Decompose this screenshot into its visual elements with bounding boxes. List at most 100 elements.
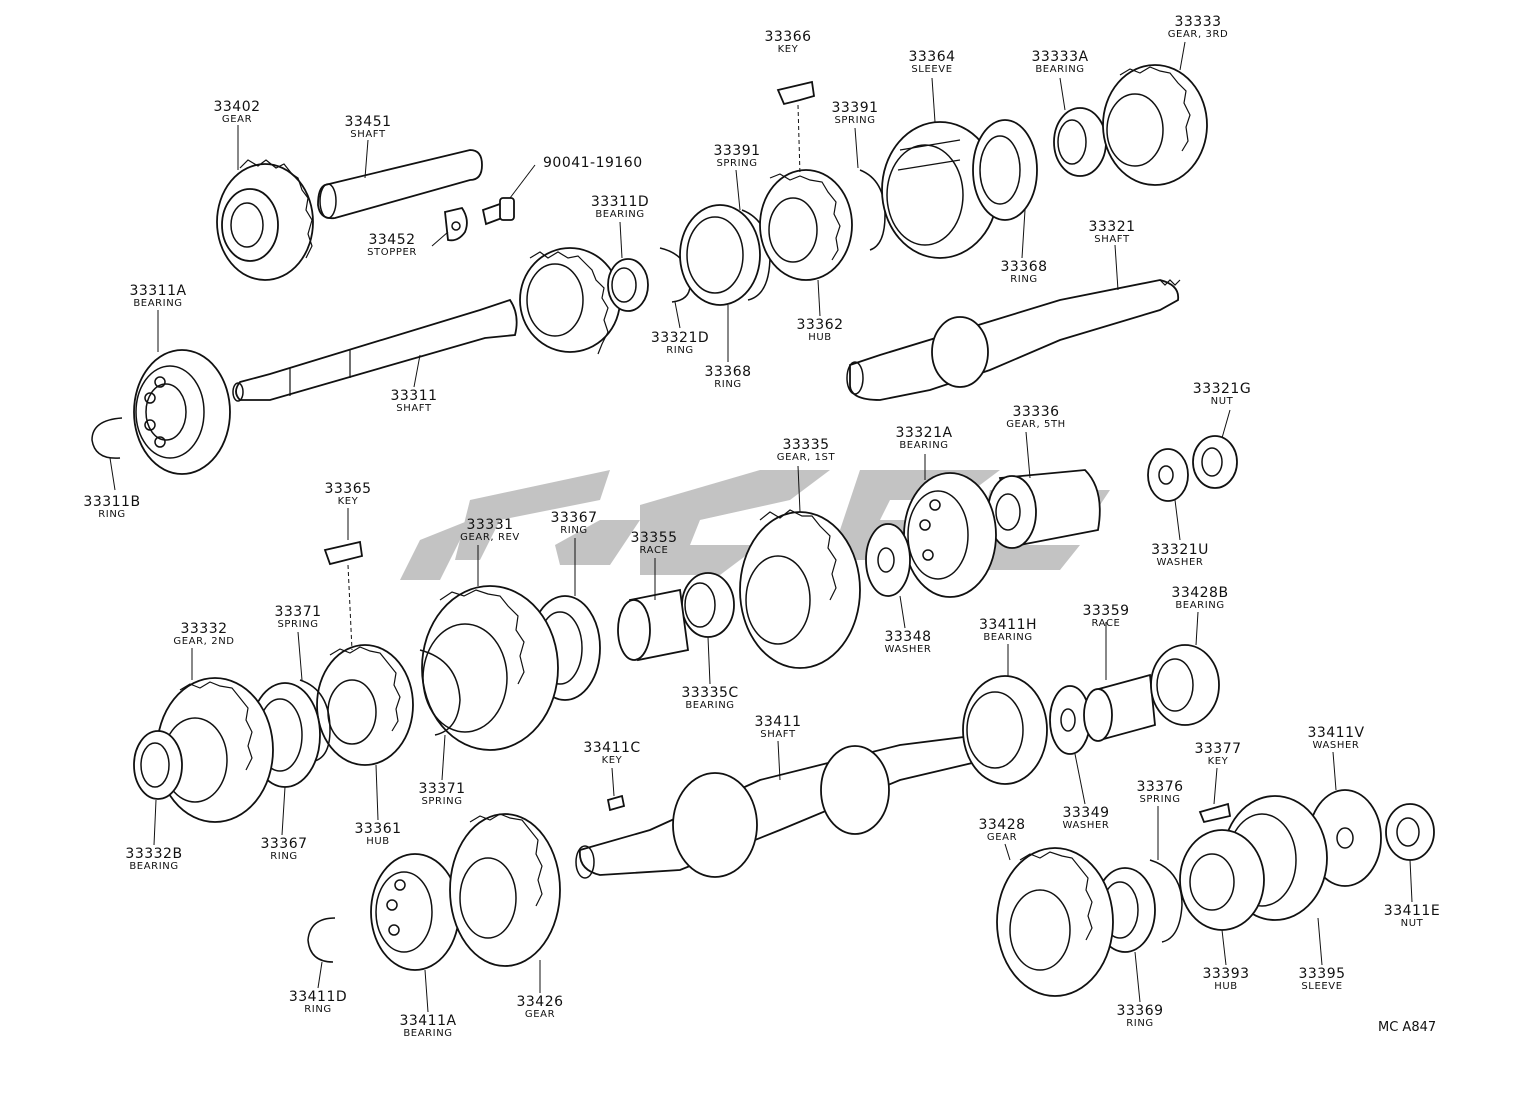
label-90041-19160: 90041-19160 [543, 155, 643, 171]
diagram-code: MC A847 [1378, 1020, 1437, 1035]
stopper-33452 [444, 206, 468, 242]
hub-33393 [1179, 829, 1265, 931]
gear-33331 [421, 585, 559, 751]
ring-33368-left [679, 204, 761, 306]
bearing-33411H [962, 675, 1048, 785]
shaft-33411 [575, 733, 988, 879]
bearing-33332B [133, 730, 183, 800]
gear-33402 [216, 159, 314, 281]
shaft-33451 [317, 149, 483, 220]
gear-33333 [1102, 64, 1208, 186]
spring-33391-right [859, 169, 886, 251]
ring-33311B [91, 417, 123, 459]
shaft-33311 [232, 298, 518, 402]
key-33411C [606, 794, 626, 812]
key-33365 [323, 540, 364, 566]
washer-33348 [865, 523, 911, 597]
race-33359 [1083, 673, 1156, 742]
gear-33332 [156, 677, 274, 823]
hub-33361 [316, 644, 414, 766]
race-33355 [617, 588, 690, 662]
spring-33371-right [419, 649, 461, 736]
gear-33426 [449, 813, 561, 967]
spring-33371-left [299, 679, 331, 763]
bolt-90041-19160 [481, 164, 536, 226]
bearing-33428B [1150, 644, 1220, 726]
ring-33411D [307, 917, 336, 963]
hub-33362 [759, 169, 853, 281]
bearing-33411A [370, 853, 460, 971]
bearing-33321A [903, 472, 997, 598]
key-33377 [1198, 802, 1232, 824]
key-33366 [776, 80, 816, 106]
gear-33428 [996, 847, 1114, 997]
leader-lines [109, 41, 1413, 1013]
bearing-33335C [681, 572, 735, 638]
washer-33321U [1147, 448, 1189, 502]
ring-33368-right [972, 119, 1038, 221]
bearing-33333A [1053, 107, 1107, 177]
shaft-33321 [846, 279, 1181, 401]
gear-on-shaft-33311 [519, 247, 621, 355]
gear-33335 [739, 509, 861, 669]
bearing-33311A [133, 349, 231, 475]
nut-33321G [1192, 435, 1238, 489]
bearing-33311D [607, 258, 649, 312]
gear-33336 [987, 469, 1101, 549]
nut-33411E [1385, 803, 1435, 861]
spring-33376 [1149, 859, 1183, 943]
